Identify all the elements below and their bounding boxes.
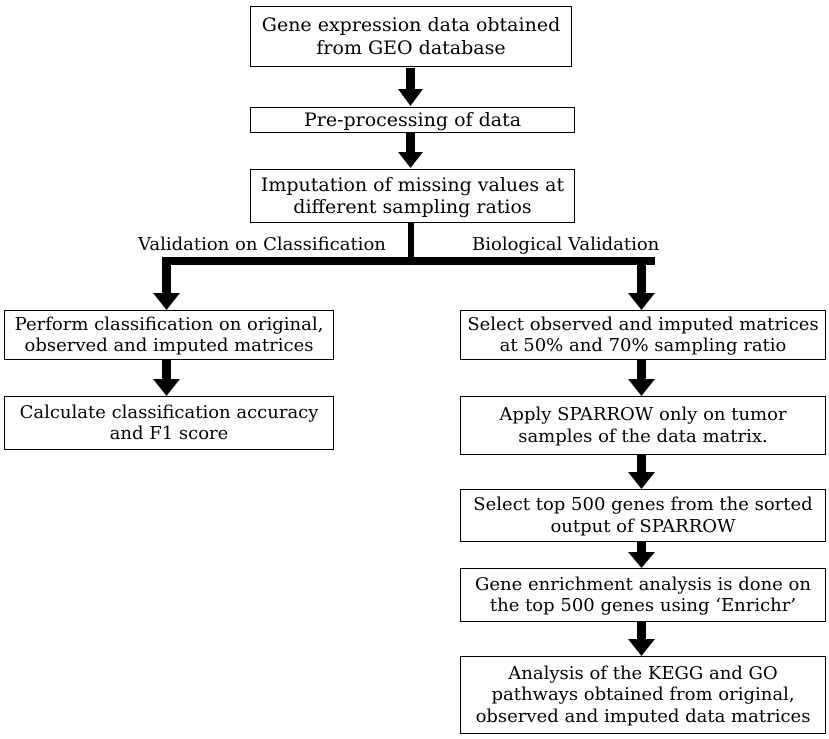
- apply-sparrow-box: Apply SPARROW only on tumor samples of t…: [460, 396, 826, 455]
- preprocessing-box: Pre-processing of data: [250, 107, 575, 133]
- select-matrices-box: Select observed and imputed matrices at …: [460, 310, 826, 360]
- arrow-classification-to-accuracy: [153, 360, 180, 396]
- arrow-topgenes-to-enrichment: [628, 542, 655, 568]
- select-matrices-text: Select observed and imputed matrices at …: [467, 313, 819, 356]
- perform-classification-box: Perform classification on original, obse…: [4, 310, 334, 360]
- gene-enrichment-text: Gene enrichment analysis is done on the …: [475, 573, 811, 616]
- imputation-text: Imputation of missing values at differen…: [260, 173, 565, 218]
- arrow-select-to-sparrow: [628, 360, 655, 396]
- calculate-accuracy-text: Calculate classification accuracy and F1…: [19, 401, 319, 444]
- validation-on-classification-label: Validation on Classification: [138, 234, 386, 255]
- kegg-analysis-box: Analysis of the KEGG and GO pathways obt…: [460, 656, 826, 734]
- calculate-accuracy-box: Calculate classification accuracy and F1…: [4, 396, 334, 450]
- biological-validation-label: Biological Validation: [472, 234, 660, 255]
- gene-expression-text: Gene expression data obtained from GEO d…: [261, 14, 561, 59]
- gene-expression-box: Gene expression data obtained from GEO d…: [250, 6, 572, 67]
- preprocessing-text: Pre-processing of data: [303, 108, 522, 131]
- arrow-preprocessing-to-imputation: [398, 133, 423, 168]
- arrow-gene-to-preprocessing: [398, 68, 423, 106]
- arrow-sparrow-to-topgenes: [628, 455, 655, 489]
- branch-connector: [153, 222, 655, 310]
- gene-enrichment-box: Gene enrichment analysis is done on the …: [460, 568, 826, 622]
- imputation-box: Imputation of missing values at differen…: [250, 169, 575, 223]
- kegg-analysis-text: Analysis of the KEGG and GO pathways obt…: [475, 663, 811, 727]
- arrow-enrichment-to-kegg: [628, 622, 655, 656]
- select-top-genes-text: Select top 500 genes from the sorted out…: [473, 494, 813, 537]
- apply-sparrow-text: Apply SPARROW only on tumor samples of t…: [499, 404, 787, 447]
- select-top-genes-box: Select top 500 genes from the sorted out…: [460, 489, 826, 542]
- perform-classification-text: Perform classification on original, obse…: [14, 313, 324, 356]
